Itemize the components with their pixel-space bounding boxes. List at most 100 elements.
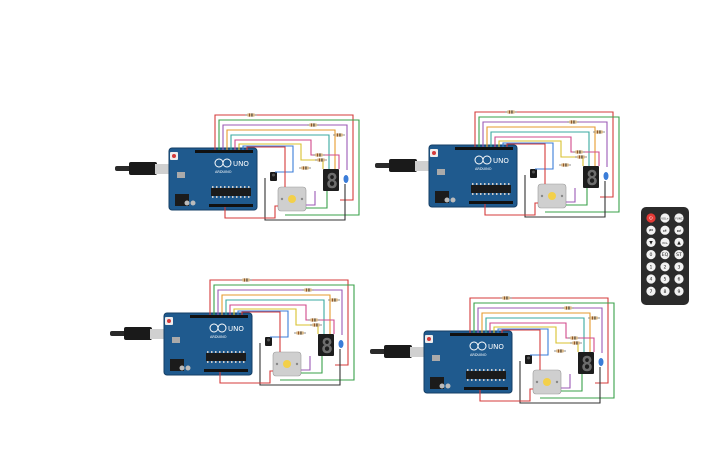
power-button[interactable] xyxy=(646,213,656,223)
usb-cable[interactable] xyxy=(370,349,388,354)
wire[interactable] xyxy=(226,129,336,169)
remote-button[interactable] xyxy=(674,262,684,272)
wire[interactable] xyxy=(218,119,360,216)
wire[interactable] xyxy=(306,191,328,209)
wire[interactable] xyxy=(479,388,533,402)
wire[interactable] xyxy=(230,134,330,169)
wire[interactable] xyxy=(481,312,591,352)
wire[interactable] xyxy=(566,188,576,203)
resistor[interactable] xyxy=(567,120,579,124)
wire[interactable] xyxy=(494,136,600,166)
remote-button[interactable] xyxy=(646,225,656,235)
wire[interactable] xyxy=(490,131,590,166)
wire[interactable] xyxy=(242,145,294,173)
remote-button[interactable] xyxy=(646,250,656,260)
remote-button[interactable] xyxy=(660,286,670,296)
remote-button[interactable] xyxy=(674,250,684,260)
reset-button-cap[interactable] xyxy=(427,337,431,341)
wire[interactable] xyxy=(524,175,606,218)
remote-button[interactable] xyxy=(646,286,656,296)
remote-button[interactable] xyxy=(660,225,670,235)
led[interactable] xyxy=(338,340,344,348)
reset-button-cap[interactable] xyxy=(432,151,436,155)
wire[interactable] xyxy=(225,299,325,334)
resistor[interactable] xyxy=(573,150,585,154)
wire[interactable] xyxy=(561,374,571,389)
wire[interactable] xyxy=(219,370,273,384)
wire[interactable] xyxy=(217,289,343,335)
wire[interactable] xyxy=(237,310,289,338)
seven-segment-display[interactable] xyxy=(583,166,599,188)
usb-connector[interactable] xyxy=(155,164,169,174)
resistor[interactable] xyxy=(500,296,512,300)
wire[interactable] xyxy=(264,178,346,221)
wire[interactable] xyxy=(301,356,311,371)
resistor[interactable] xyxy=(308,318,320,322)
wire[interactable] xyxy=(502,142,554,170)
led[interactable] xyxy=(598,358,604,366)
led[interactable] xyxy=(603,172,609,180)
resistor[interactable] xyxy=(307,123,319,127)
remote-button[interactable] xyxy=(674,286,684,296)
wire[interactable] xyxy=(229,304,335,334)
wire[interactable] xyxy=(241,311,281,352)
remote-button[interactable] xyxy=(674,237,684,247)
seven-segment-display[interactable] xyxy=(578,352,594,374)
resistor[interactable] xyxy=(505,110,517,114)
wire[interactable] xyxy=(477,307,603,353)
resistor[interactable] xyxy=(588,316,600,320)
resistor[interactable] xyxy=(554,349,566,353)
wire[interactable] xyxy=(246,146,286,187)
wire[interactable] xyxy=(214,114,354,201)
wire[interactable] xyxy=(221,294,331,334)
remote-button[interactable] xyxy=(660,274,670,284)
resistor[interactable] xyxy=(299,166,311,170)
remote-button[interactable] xyxy=(660,213,670,223)
wire[interactable] xyxy=(484,202,538,216)
remote-button[interactable] xyxy=(674,225,684,235)
resistor[interactable] xyxy=(593,130,605,134)
usb-cable[interactable] xyxy=(115,166,133,171)
resistor[interactable] xyxy=(245,113,257,117)
wire[interactable] xyxy=(501,329,541,370)
wire[interactable] xyxy=(486,126,596,166)
resistor[interactable] xyxy=(315,158,327,162)
wire[interactable] xyxy=(222,124,348,170)
resistor[interactable] xyxy=(310,323,322,327)
resistor[interactable] xyxy=(240,278,252,282)
wire[interactable] xyxy=(519,361,601,404)
wire[interactable] xyxy=(473,302,615,399)
wire[interactable] xyxy=(224,205,278,219)
seven-segment-display[interactable] xyxy=(318,334,334,356)
wire[interactable] xyxy=(497,328,549,356)
remote-button[interactable] xyxy=(674,274,684,284)
wire[interactable] xyxy=(561,374,583,392)
remote-button[interactable] xyxy=(674,213,684,223)
wire[interactable] xyxy=(482,121,608,167)
wire[interactable] xyxy=(566,188,588,206)
wire[interactable] xyxy=(469,297,609,384)
resistor[interactable] xyxy=(302,288,314,292)
wire[interactable] xyxy=(213,284,355,381)
wire[interactable] xyxy=(489,322,595,352)
remote-button[interactable] xyxy=(646,274,656,284)
resistor[interactable] xyxy=(570,341,582,345)
usb-plug[interactable] xyxy=(129,162,157,175)
wire[interactable] xyxy=(209,279,349,366)
reset-button-cap[interactable] xyxy=(167,319,171,323)
wire[interactable] xyxy=(306,191,316,206)
wire[interactable] xyxy=(301,356,323,374)
resistor[interactable] xyxy=(568,336,580,340)
led[interactable] xyxy=(343,175,349,183)
resistor[interactable] xyxy=(575,155,587,159)
resistor[interactable] xyxy=(294,331,306,335)
resistor[interactable] xyxy=(328,298,340,302)
